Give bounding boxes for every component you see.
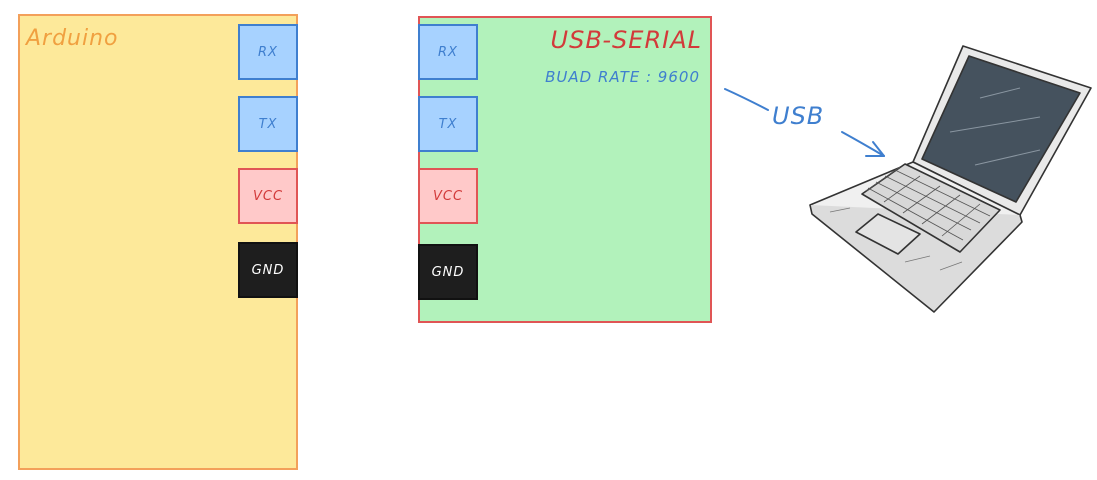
usb-connection-label: USB: [772, 102, 825, 130]
usb-serial-vcc-pin: VCC: [418, 168, 478, 224]
arduino-rx-pin: RX: [238, 24, 298, 80]
usb-serial-rx-pin: RX: [418, 24, 478, 80]
arduino-board: Arduino RX TX VCC GND: [18, 14, 298, 470]
usb-serial-gnd-pin: GND: [418, 244, 478, 300]
usb-serial-board: USB-SERIAL BUAD RATE : 9600 RX TX VCC GN…: [418, 16, 712, 323]
usb-serial-tx-pin: TX: [418, 96, 478, 152]
baud-rate-label: BUAD RATE : 9600: [545, 68, 700, 86]
arduino-gnd-pin: GND: [238, 242, 298, 298]
usb-serial-title: USB-SERIAL: [550, 26, 702, 54]
arduino-vcc-pin: VCC: [238, 168, 298, 224]
laptop-icon: [809, 45, 1092, 313]
arduino-title: Arduino: [26, 26, 119, 51]
usb-connector-line: [724, 88, 885, 157]
arduino-tx-pin: TX: [238, 96, 298, 152]
